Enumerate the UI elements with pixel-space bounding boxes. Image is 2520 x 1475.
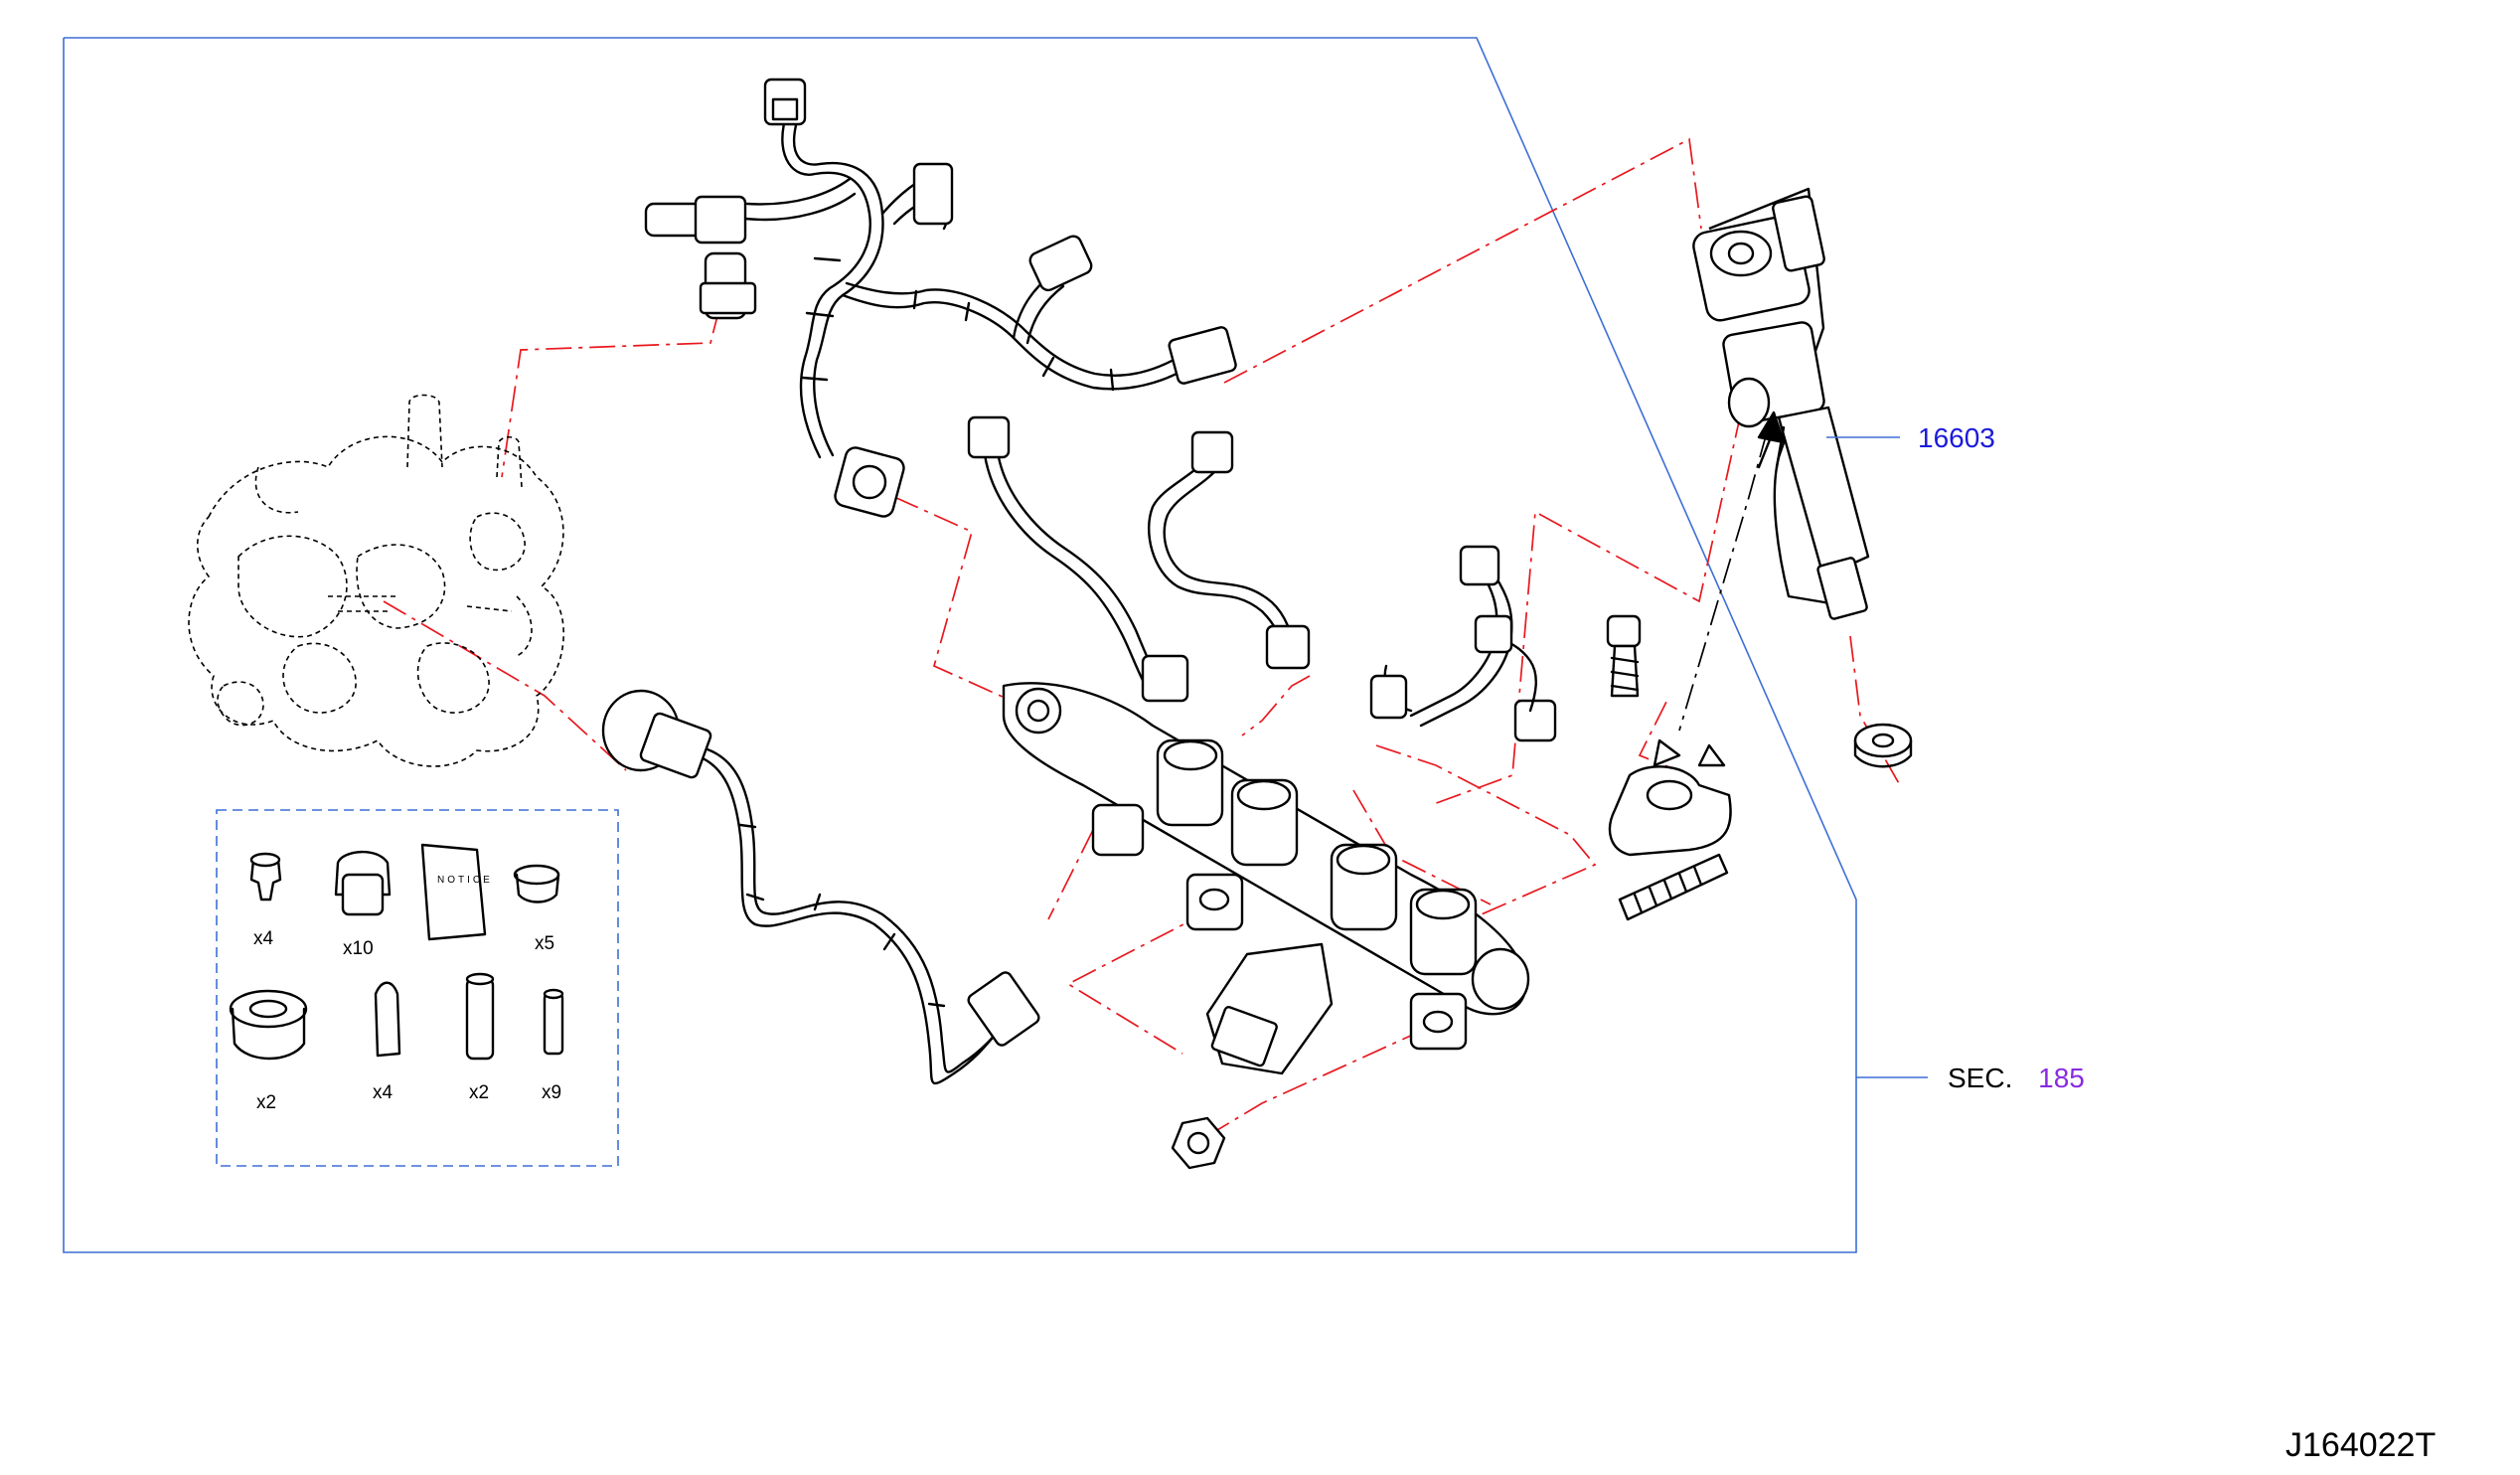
wiring-harness: [644, 78, 1237, 518]
leader-lines: [383, 137, 1901, 1134]
common-rail: [1002, 682, 1530, 1075]
fuel-feed-pipe: [601, 689, 1040, 1085]
high-pressure-pump: [188, 394, 564, 767]
kit-qty-5: x4: [373, 1082, 394, 1103]
injection-pipes: [967, 415, 1557, 742]
section-reference: SEC. 185: [1948, 1063, 2085, 1093]
kit-qty-4: x2: [256, 1092, 276, 1113]
kit-parts: NOTICE x4 x10 x5 x2 x4 x2 x9: [229, 843, 564, 1113]
kit-card-text: NOTICE: [437, 875, 493, 886]
section-prefix: SEC.: [1948, 1063, 2012, 1093]
hardware: [1171, 614, 1732, 1170]
section-number: 185: [2038, 1063, 2085, 1093]
kit-box: [216, 809, 619, 1167]
kit-qty-3: x5: [535, 933, 554, 954]
section-frame: [63, 37, 1857, 1253]
drawing-id: J164022T: [2285, 1426, 2436, 1464]
injector-part-number: 16603: [1918, 422, 1995, 453]
kit-qty-6: x2: [469, 1082, 489, 1103]
fuel-injector: [1692, 187, 1913, 768]
kit-qty-1: x4: [253, 928, 274, 949]
kit-qty-2: x10: [343, 938, 374, 959]
kit-qty-7: x9: [542, 1082, 561, 1103]
